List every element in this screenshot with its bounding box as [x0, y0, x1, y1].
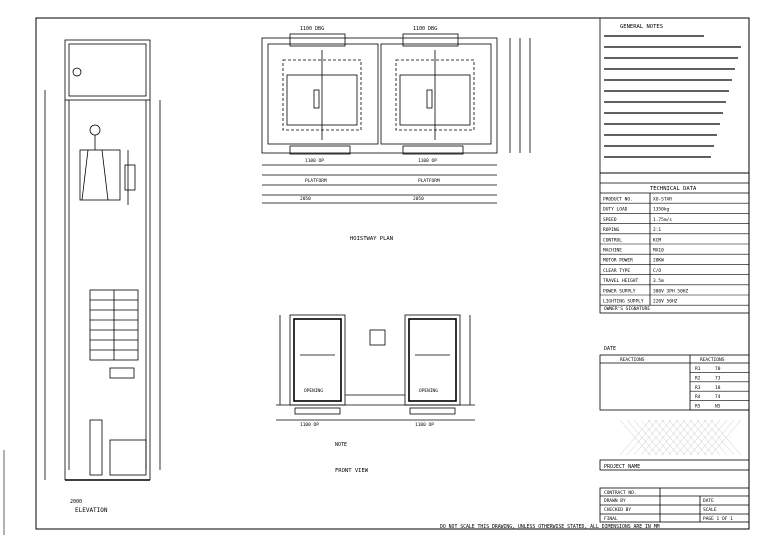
hoistway-bottom-dim-1: 2050 [300, 196, 311, 202]
tech-row-label: ROPING [603, 227, 620, 233]
reaction-row-value: 74 [715, 394, 721, 400]
notes-lines [604, 35, 741, 158]
tech-row-value: XO-STAR [653, 197, 672, 203]
front-door-text-1: OPENING [304, 388, 323, 394]
reaction-row-value: 73 [715, 375, 721, 381]
hatch-line [633, 419, 665, 456]
tech-row-value: 2:1 [653, 227, 661, 233]
hatch-line [668, 419, 700, 456]
tech-table [599, 172, 750, 314]
reaction-row-label: R4 [695, 394, 701, 400]
contract-no: CONTRACT NO. [604, 490, 637, 496]
hatch-line [675, 419, 707, 456]
drawn-by: DRAWN BY [604, 498, 626, 504]
hatch-line [703, 419, 735, 456]
tech-row-value: C/O [653, 268, 661, 274]
notes-box [599, 17, 750, 174]
reactions-table [599, 354, 750, 411]
tech-row-value: 3.5m [653, 278, 664, 284]
tech-row-value: 1350kg [653, 207, 670, 213]
elevation-view [44, 39, 161, 481]
reaction-row-label: R3 [695, 385, 701, 391]
hoistway-dim-top-2: 1100 DBG [413, 26, 437, 32]
date-label: DATE [604, 346, 616, 352]
elevation-caption: ELEVATION [75, 507, 108, 514]
hatch-pattern [619, 419, 742, 456]
front-note: NOTE [335, 442, 347, 448]
hoistway-platform-2: PLATFORM [418, 178, 440, 184]
checked-by: CHECKED BY [604, 507, 631, 513]
reaction-row-value: 18 [715, 385, 721, 391]
front-door-text-2: OPENING [419, 388, 438, 394]
reaction-row-value: N5 [715, 404, 721, 410]
hoistway-dim-top-1: 1100 DBG [300, 26, 324, 32]
tech-row-label: PRODUCT NO. [603, 197, 633, 203]
tech-row-label: CLEAR TYPE [603, 268, 630, 274]
hoistway-door-label-1: 1100 OP [305, 158, 324, 164]
hatch-line [626, 419, 658, 456]
hatch-line [661, 419, 693, 456]
front-view [276, 314, 475, 421]
reaction-row-label: R1 [695, 366, 701, 372]
tech-row-value: KCM [653, 237, 661, 243]
front-view-caption: FRONT VIEW [335, 468, 369, 474]
hoistway-door-label-2: 1100 OP [418, 158, 437, 164]
tech-row-label: DUTY LOAD [603, 207, 628, 213]
hoistway-plan [261, 33, 531, 204]
reaction-row-label: R5 [695, 404, 701, 410]
tech-row-value: 20KW [653, 258, 664, 264]
reaction-row-value: 70 [715, 366, 721, 372]
title-block [599, 459, 750, 523]
hoistway-bottom-dim-2: 2050 [413, 196, 424, 202]
tech-row-label: MACHINE [603, 248, 622, 254]
hatch-line [710, 419, 742, 456]
hatch-line [654, 419, 686, 456]
tech-row-value: MX10 [653, 248, 664, 254]
tech-row-value: 1.75m/s [653, 217, 672, 223]
tech-row-label: LIGHTING SUPPLY [603, 299, 644, 305]
hoistway-platform-1: PLATFORM [305, 178, 327, 184]
scale-cell: SCALE [703, 507, 717, 513]
date-cell: DATE [703, 498, 714, 504]
tech-table-footer: OWNER'S SIGNATURE [604, 306, 650, 312]
front-bottom-text-2: 1100 OP [415, 422, 434, 428]
tech-row-label: CONTROL [603, 237, 622, 243]
drawing-border [35, 17, 750, 530]
page-cell: PAGE 1 OF 1 [703, 516, 733, 522]
tech-row-value: 380V 3PH 50HZ [653, 288, 689, 294]
tech-row-label: POWER SUPPLY [603, 288, 636, 294]
hatch-line [682, 419, 714, 456]
tech-row-label: TRAVEL HEIGHT [603, 278, 639, 284]
front-bottom-text-1: 1100 OP [300, 422, 319, 428]
tech-table-title: TECHNICAL DATA [650, 186, 697, 192]
elevation-label: 2000 [70, 499, 82, 505]
reactions-right-title: REACTIONS [700, 357, 725, 363]
tech-row-label: SPEED [603, 217, 617, 223]
reaction-row-label: R2 [695, 375, 701, 381]
project-name: PROJECT NAME [604, 464, 640, 470]
hatch-line [689, 419, 721, 456]
hoistway-caption: HOISTWAY PLAN [350, 236, 393, 242]
final-label: FINAL [604, 516, 618, 522]
hatch-line [619, 419, 651, 456]
notes-title: GENERAL NOTES [620, 24, 663, 30]
tech-row-value: 220V 50HZ [653, 299, 678, 305]
reactions-left-title: REACTIONS [620, 357, 645, 363]
hatch-line [696, 419, 728, 456]
tech-row-label: MOTOR POWER [603, 258, 633, 264]
bottom-note: DO NOT SCALE THIS DRAWING, UNLESS OTHERW… [440, 524, 660, 530]
hatch-line [647, 419, 679, 456]
hatch-line [640, 419, 672, 456]
